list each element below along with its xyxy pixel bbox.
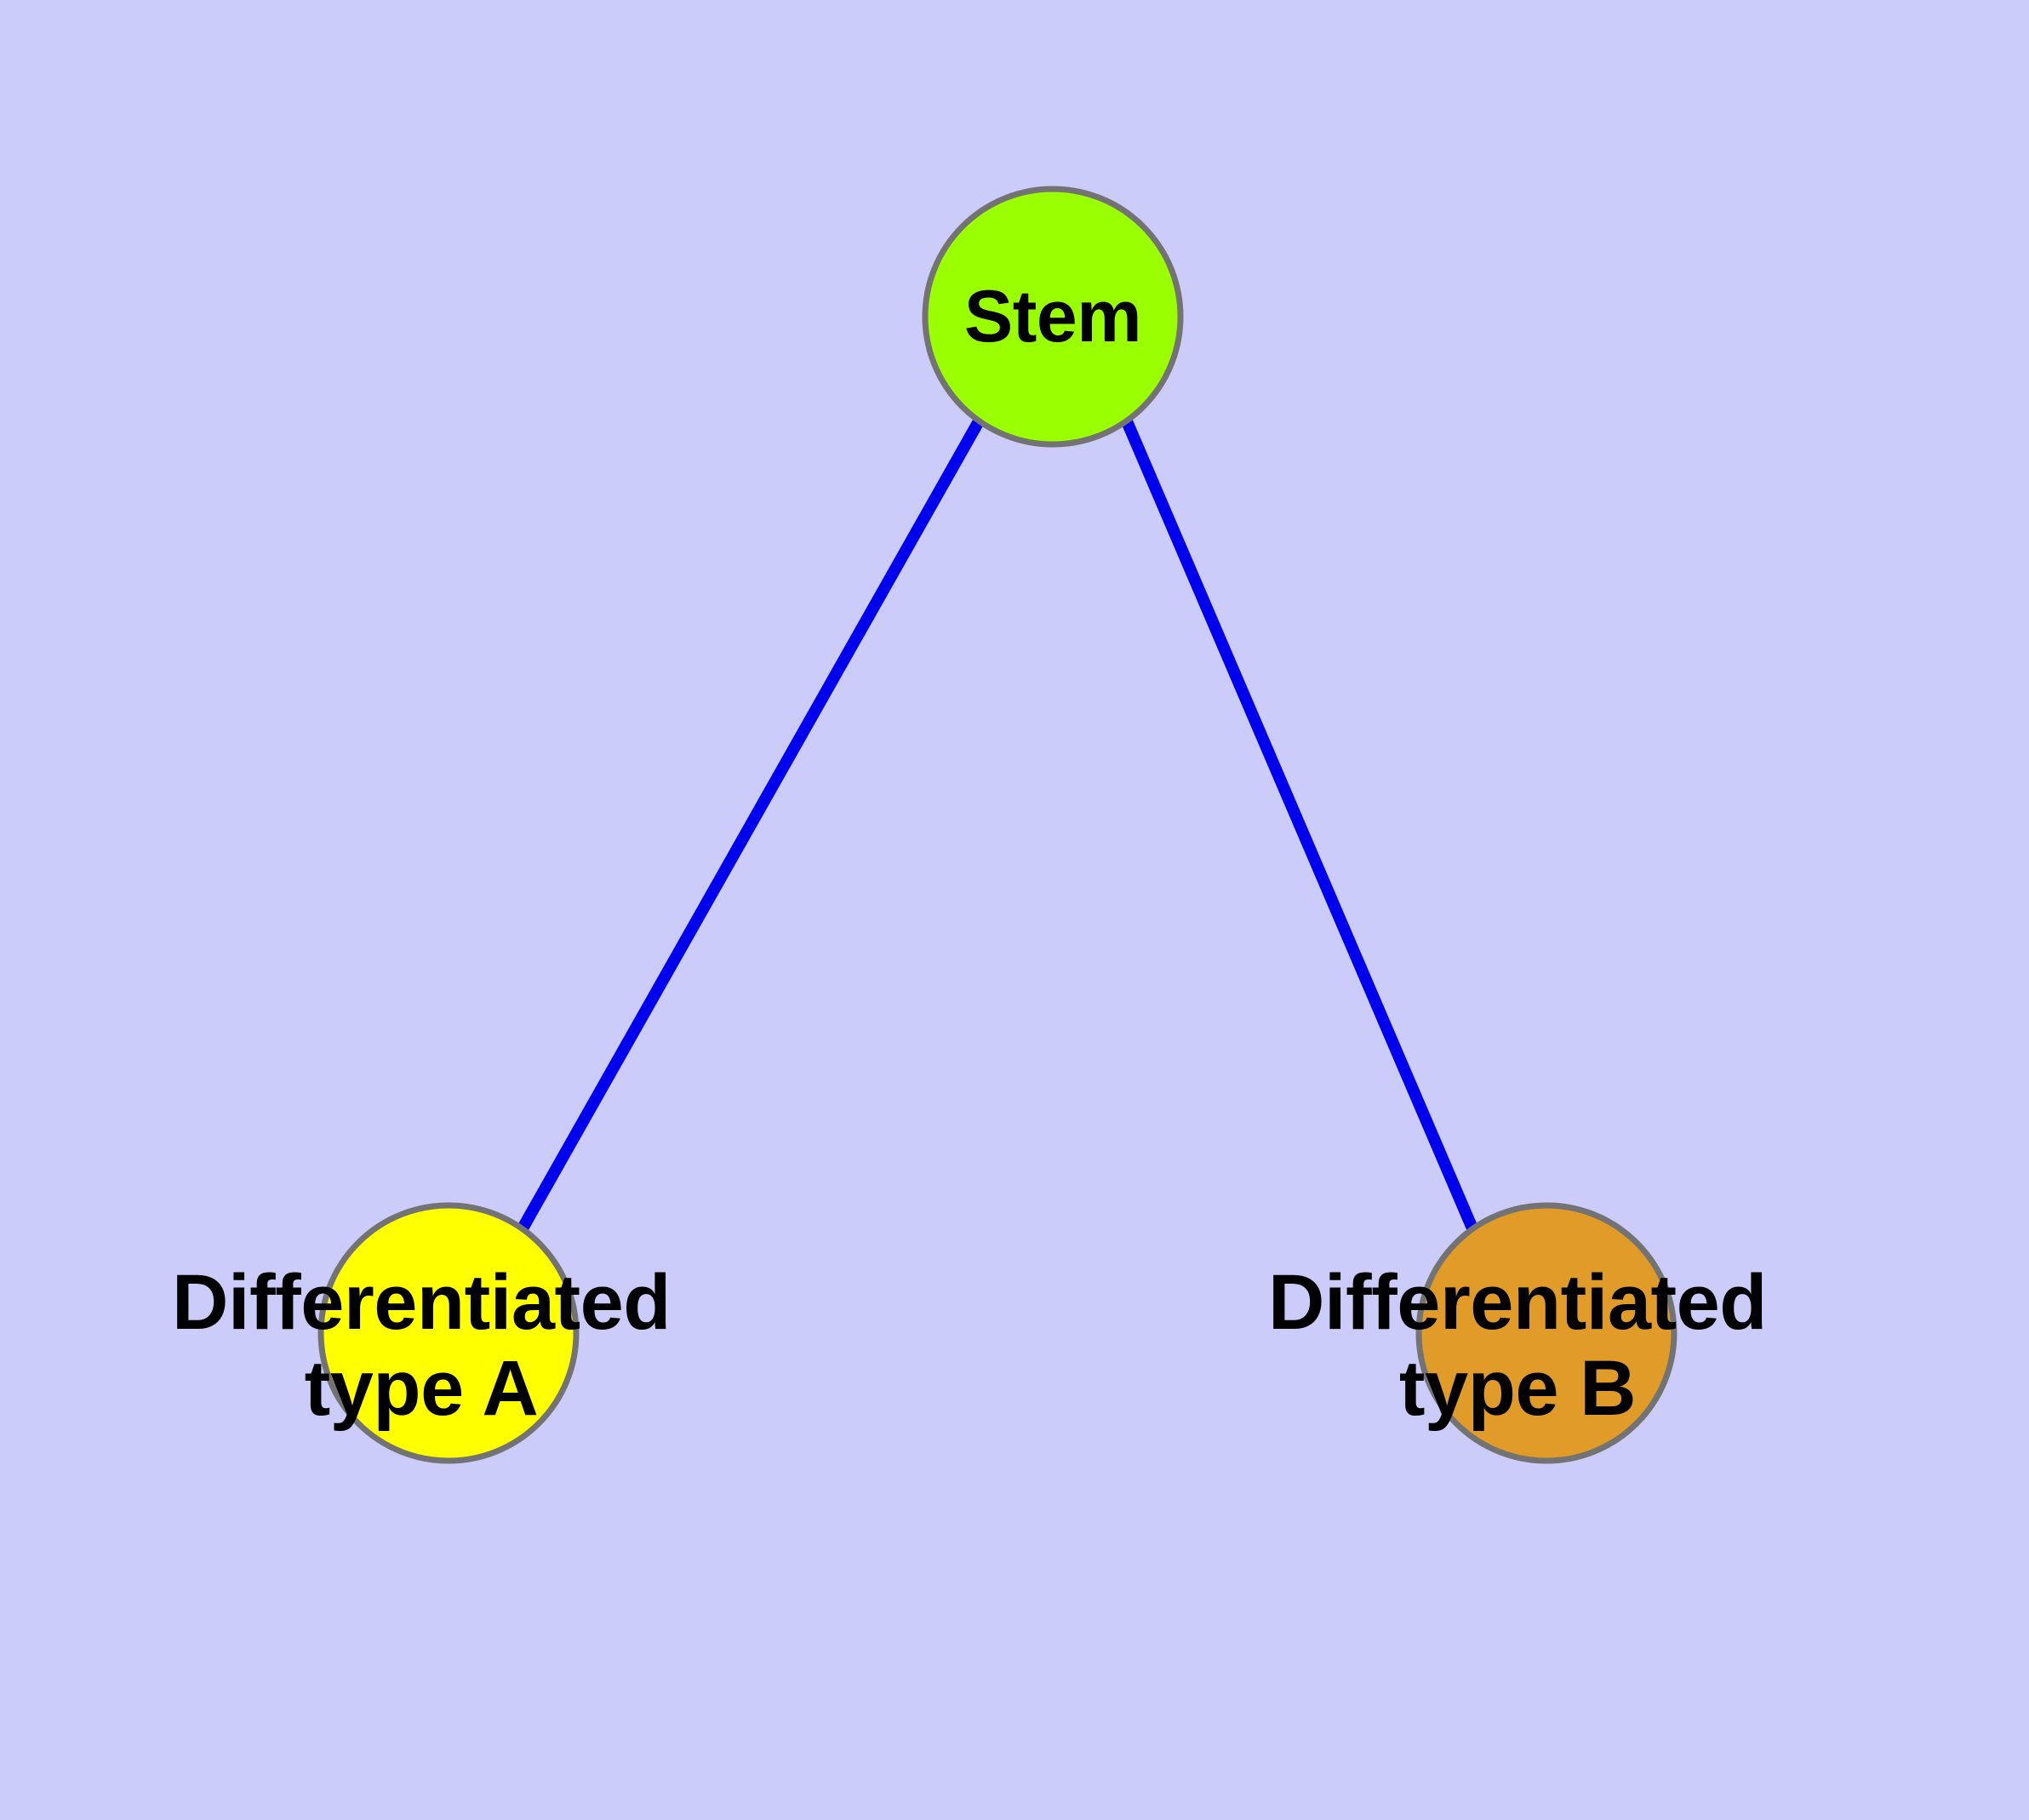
node-stem[interactable]: [922, 186, 1184, 448]
edge-stem-to-diff-a: [517, 418, 985, 1232]
edge-stem-to-diff-b: [1121, 419, 1478, 1231]
node-differentiated-type-a[interactable]: [317, 1202, 580, 1464]
node-differentiated-type-b[interactable]: [1415, 1202, 1677, 1464]
